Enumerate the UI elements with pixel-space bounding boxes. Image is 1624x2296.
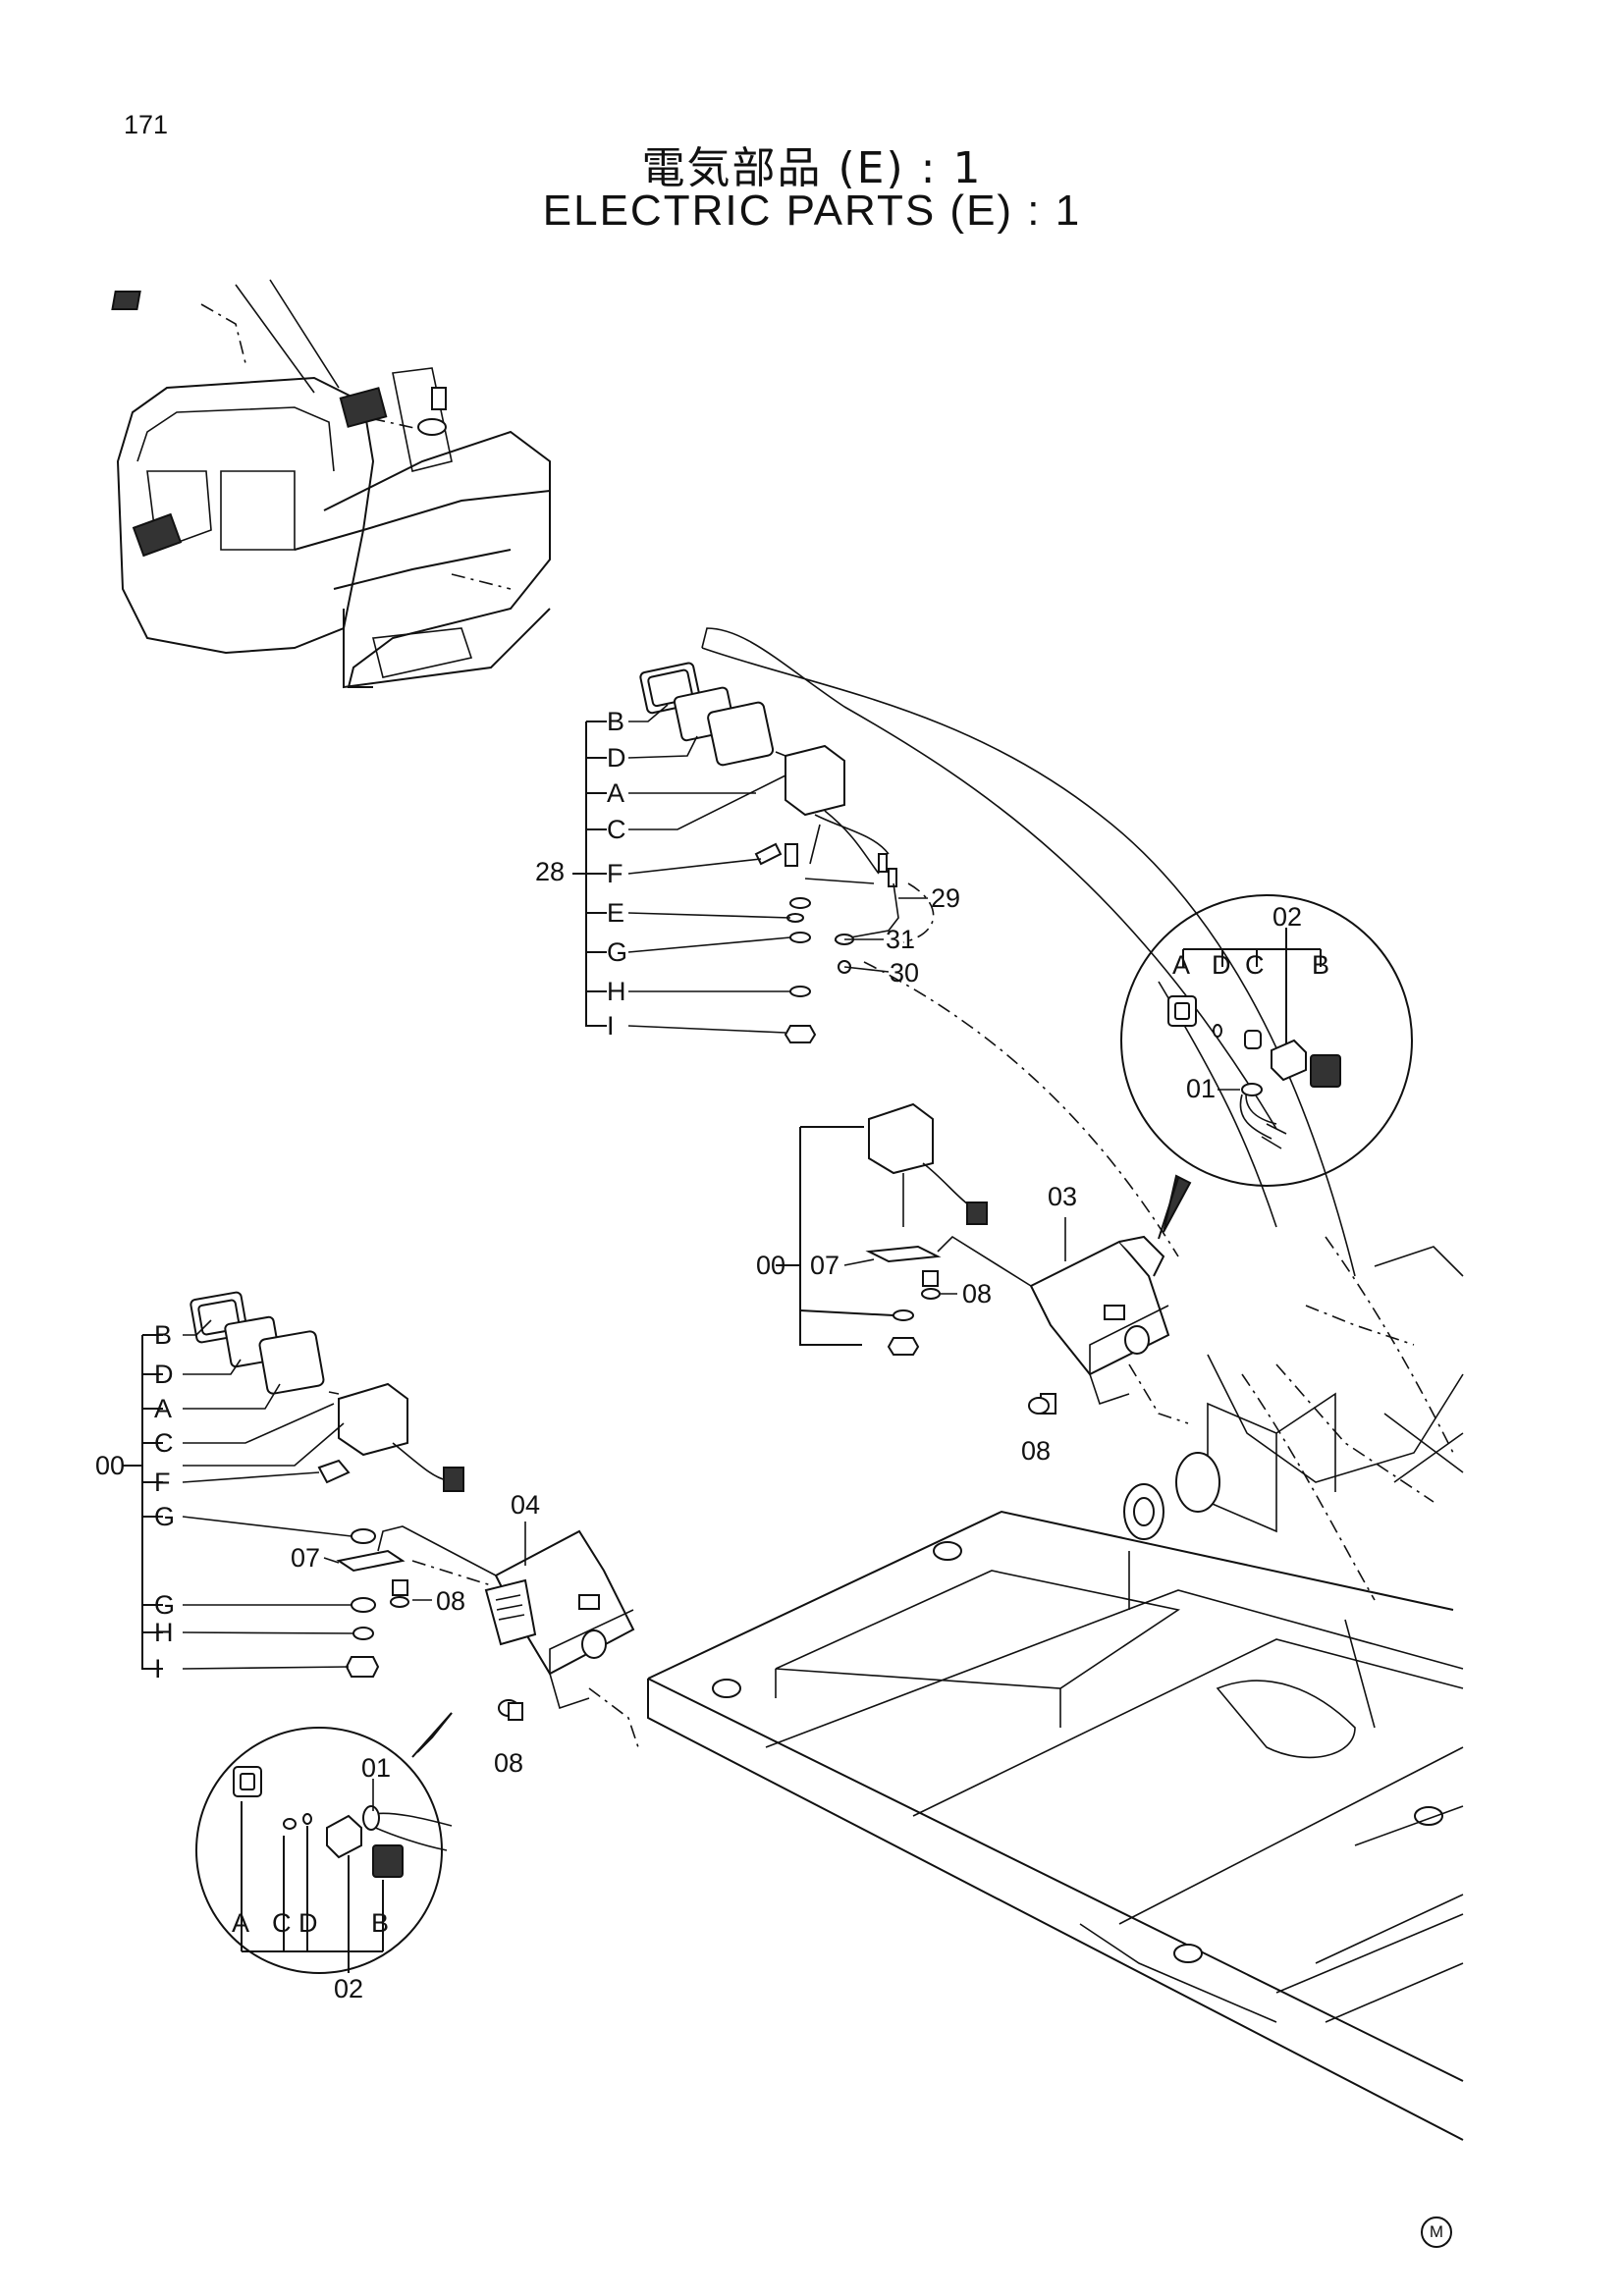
- label-right-bolt: 08: [962, 1279, 992, 1308]
- right-lamp-assembly: [776, 1102, 1189, 1424]
- label-left-cover: 04: [511, 1490, 540, 1520]
- right-detail-circle: [1120, 894, 1413, 1240]
- left-lamp-assembly: [123, 1291, 639, 1748]
- label-left-bracket: 07: [291, 1543, 320, 1573]
- label-upper-item: E: [607, 898, 624, 928]
- label-left-item: I: [154, 1654, 162, 1683]
- label-left-item: G: [154, 1590, 175, 1620]
- label-upper-item: G: [607, 937, 627, 967]
- label-left-item: B: [154, 1320, 172, 1350]
- label-callout-30: 30: [890, 958, 919, 988]
- label-upper-group: 28: [535, 857, 565, 886]
- label-upper-item: H: [607, 977, 626, 1006]
- label-left-detail-bottom: 02: [334, 1974, 363, 2003]
- label-left-item: G: [154, 1502, 175, 1531]
- label-left-detail-letter: A: [232, 1908, 249, 1938]
- manufacturer-mark: M: [1421, 2216, 1452, 2248]
- label-right-detail-letter: D: [1212, 950, 1231, 980]
- excavator-overview: [111, 279, 551, 689]
- label-left-detail-letter: D: [298, 1908, 318, 1938]
- upper-item-labels: B D A C F E G H I: [607, 707, 627, 1041]
- upper-lamp-assembly: [572, 662, 935, 1043]
- label-upper-item: F: [607, 859, 623, 888]
- label-right-cover: 03: [1048, 1182, 1077, 1211]
- label-right-detail-letter: C: [1245, 950, 1265, 980]
- label-callout-31: 31: [886, 925, 915, 954]
- label-callout-29: 29: [931, 883, 960, 913]
- label-left-detail-letter: B: [371, 1908, 389, 1938]
- label-left-item: C: [154, 1428, 174, 1458]
- page-number: 171: [124, 110, 169, 139]
- label-right-detail-letter: B: [1312, 950, 1329, 980]
- upper-frame: [647, 1305, 1464, 2141]
- label-right-bolt-lower: 08: [1021, 1436, 1051, 1466]
- label-left-item: D: [154, 1360, 174, 1389]
- boom-outline: [701, 627, 1464, 1601]
- label-left-detail-letter: C: [272, 1908, 292, 1938]
- label-upper-item: D: [607, 743, 626, 773]
- label-left-item: H: [154, 1618, 174, 1647]
- label-left-group: 00: [95, 1451, 125, 1480]
- label-upper-item: C: [607, 815, 626, 844]
- label-right-group: 00: [756, 1251, 785, 1280]
- label-left-bolt: 08: [436, 1586, 465, 1616]
- label-upper-item: I: [607, 1011, 615, 1041]
- label-right-detail-wire: 01: [1186, 1074, 1216, 1103]
- label-left-detail-wire: 01: [361, 1753, 391, 1783]
- label-left-bolt-lower: 08: [494, 1748, 523, 1778]
- left-detail-circle: [195, 1712, 453, 1974]
- label-right-detail-letter: A: [1172, 950, 1190, 980]
- left-item-labels: B D A C F G G H I: [154, 1320, 175, 1683]
- label-upper-item: B: [607, 707, 624, 736]
- label-left-item: F: [154, 1468, 171, 1497]
- label-left-item: A: [154, 1394, 172, 1423]
- page-title-japanese: 電気部品 (E) : 1: [641, 143, 983, 193]
- label-upper-item: A: [607, 778, 624, 808]
- label-right-detail-top: 02: [1272, 902, 1302, 932]
- label-right-bracket: 07: [810, 1251, 839, 1280]
- page-title-english: ELECTRIC PARTS (E) : 1: [542, 187, 1082, 235]
